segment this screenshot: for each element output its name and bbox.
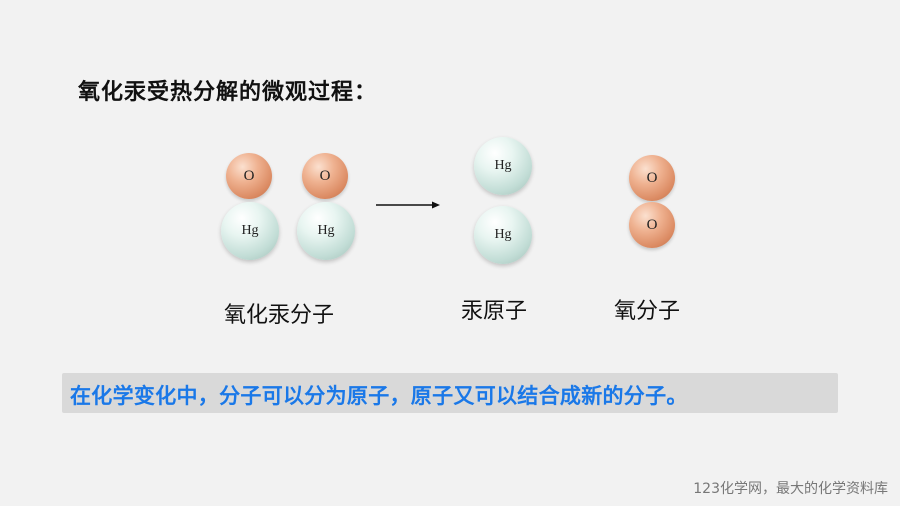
mercury-atom: Hg bbox=[221, 202, 279, 260]
conclusion-text: 在化学变化中，分子可以分为原子，原子又可以结合成新的分子。 bbox=[70, 384, 688, 408]
label-mercury-atom: 汞原子 bbox=[461, 299, 528, 324]
oxygen-atom: O bbox=[629, 155, 675, 201]
oxygen-atom-label: O bbox=[646, 216, 658, 233]
watermark: 123化学网，最大的化学资料库 bbox=[693, 481, 888, 497]
oxygen-atom-label: O bbox=[319, 167, 331, 184]
mercury-atom-label: Hg bbox=[494, 158, 512, 173]
conclusion-banner: 在化学变化中，分子可以分为原子，原子又可以结合成新的分子。 bbox=[62, 373, 838, 413]
mercury-atom-label: Hg bbox=[241, 223, 259, 238]
mercury-atom: Hg bbox=[474, 137, 532, 195]
oxygen-atom-label: O bbox=[243, 167, 255, 184]
mercury-atom: Hg bbox=[474, 206, 532, 264]
mercury-atom-label: Hg bbox=[317, 223, 335, 238]
oxygen-atom: O bbox=[226, 153, 272, 199]
mercury-atom-label: Hg bbox=[494, 227, 512, 242]
oxygen-atom: O bbox=[629, 202, 675, 248]
label-oxygen-molecule: 氧分子 bbox=[614, 299, 681, 324]
oxygen-atom: O bbox=[302, 153, 348, 199]
reaction-arrow-icon bbox=[376, 201, 440, 209]
mercury-atom: Hg bbox=[297, 202, 355, 260]
label-mercuric-oxide-molecule: 氧化汞分子 bbox=[224, 303, 335, 328]
slide-title: 氧化汞受热分解的微观过程： bbox=[78, 80, 378, 105]
oxygen-atom-label: O bbox=[646, 169, 658, 186]
